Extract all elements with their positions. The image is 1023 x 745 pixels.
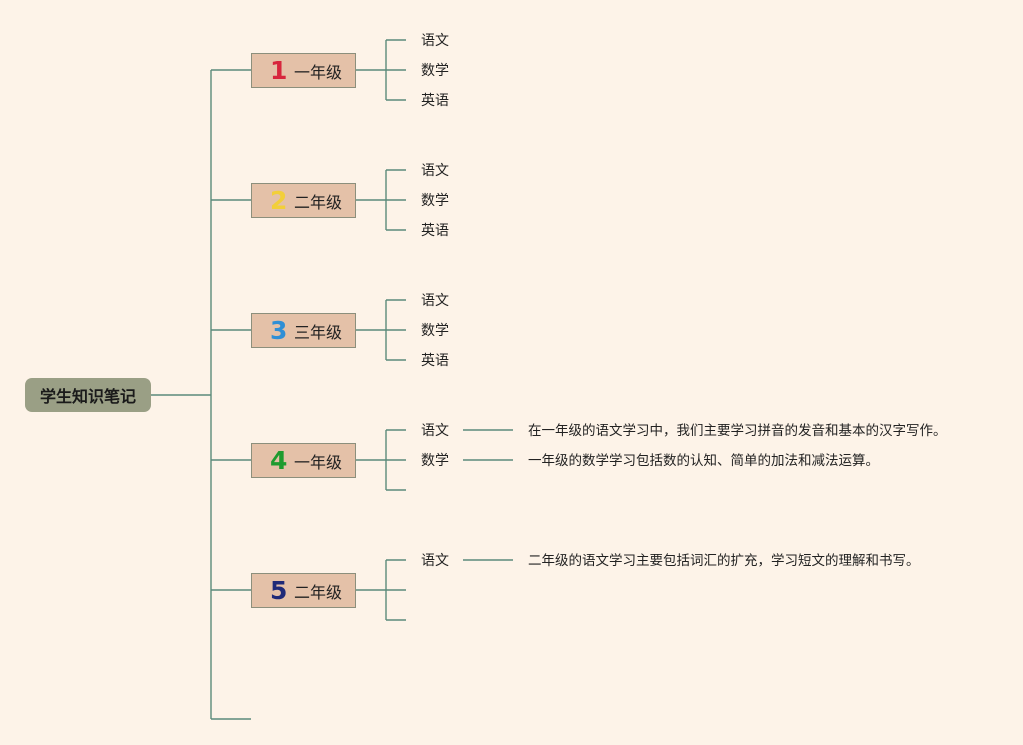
- grade-node-3[interactable]: 3 三年级: [251, 313, 356, 348]
- grade-name-2: 二年级: [294, 192, 343, 212]
- subject-2-3[interactable]: 英语: [421, 223, 449, 239]
- grade-number-5: 5: [270, 576, 288, 605]
- subject-4-2[interactable]: 数学: [421, 453, 449, 469]
- note-grade5-chinese[interactable]: 二年级的语文学习主要包括词汇的扩充，学习短文的理解和书写。: [528, 553, 920, 569]
- subject-5-1[interactable]: 语文: [421, 553, 449, 569]
- grade-number-1: 1: [270, 56, 288, 85]
- grade-node-1[interactable]: 1 一年级: [251, 53, 356, 88]
- subject-1-1[interactable]: 语文: [421, 33, 449, 49]
- grade-name-5: 二年级: [294, 582, 343, 602]
- root-label: 学生知识笔记: [39, 387, 136, 406]
- subject-1-2[interactable]: 数学: [421, 63, 449, 79]
- subject-2-2[interactable]: 数学: [421, 193, 449, 209]
- grade-name-4: 一年级: [294, 452, 343, 472]
- note-grade4-math[interactable]: 一年级的数学学习包括数的认知、简单的加法和减法运算。: [528, 453, 879, 469]
- subject-4-1[interactable]: 语文: [421, 423, 449, 439]
- grade-node-2[interactable]: 2 二年级: [251, 183, 356, 218]
- subject-2-1[interactable]: 语文: [421, 163, 449, 179]
- subject-1-3[interactable]: 英语: [421, 93, 449, 109]
- grade-name-3: 三年级: [294, 322, 343, 342]
- note-grade4-chinese[interactable]: 在一年级的语文学习中，我们主要学习拼音的发音和基本的汉字写作。: [528, 423, 947, 439]
- subject-3-2[interactable]: 数学: [421, 323, 449, 339]
- subject-3-1[interactable]: 语文: [421, 293, 449, 309]
- grade-number-3: 3: [270, 316, 288, 345]
- grade-number-2: 2: [270, 186, 288, 215]
- grade-node-4[interactable]: 4 一年级: [251, 443, 356, 478]
- grade-number-4: 4: [270, 446, 288, 475]
- grade-node-5[interactable]: 5 二年级: [251, 573, 356, 608]
- root-node[interactable]: 学生知识笔记: [25, 378, 151, 412]
- subject-3-3[interactable]: 英语: [421, 353, 449, 369]
- grade-name-1: 一年级: [294, 62, 343, 82]
